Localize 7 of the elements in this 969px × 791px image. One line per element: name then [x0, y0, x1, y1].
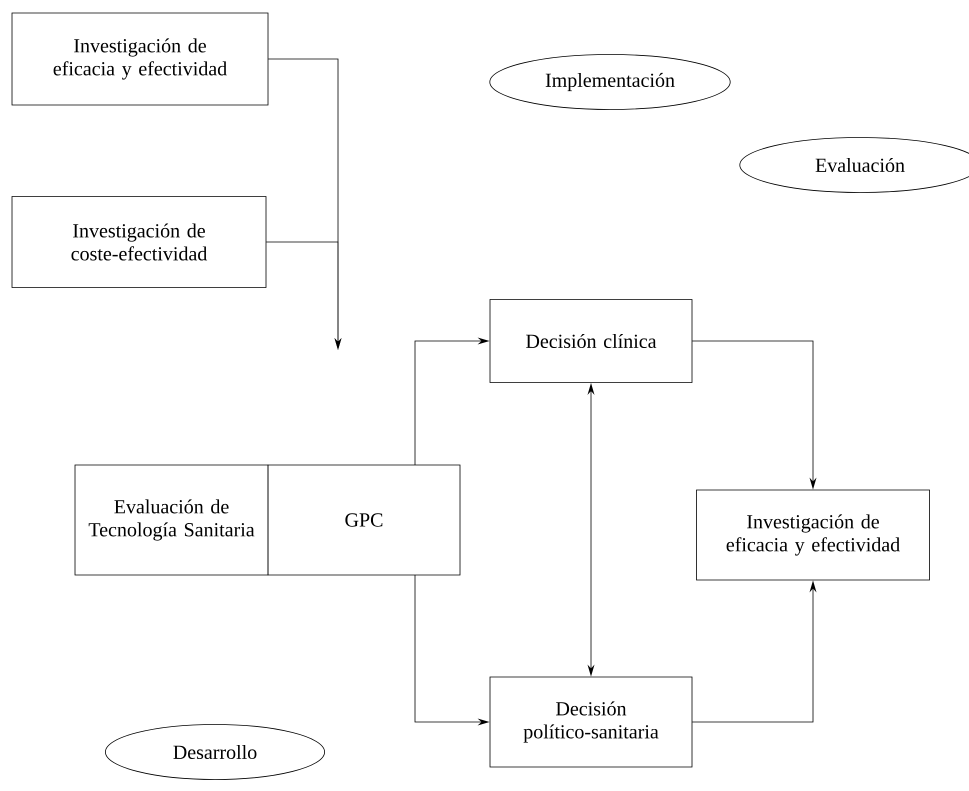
process-box: Investigación de coste-efectividad	[12, 196, 266, 288]
process-box: Decisión político-sanitaria	[490, 676, 692, 768]
process-box: Investigación de eficacia y efectividad	[696, 490, 930, 580]
process-box: GPC	[268, 464, 460, 576]
process-box: Evaluación de Tecnología Sanitaria	[74, 464, 268, 576]
process-box: Investigación de eficacia y efectividad	[12, 12, 268, 106]
process-box: Decisión clínica	[490, 299, 692, 383]
